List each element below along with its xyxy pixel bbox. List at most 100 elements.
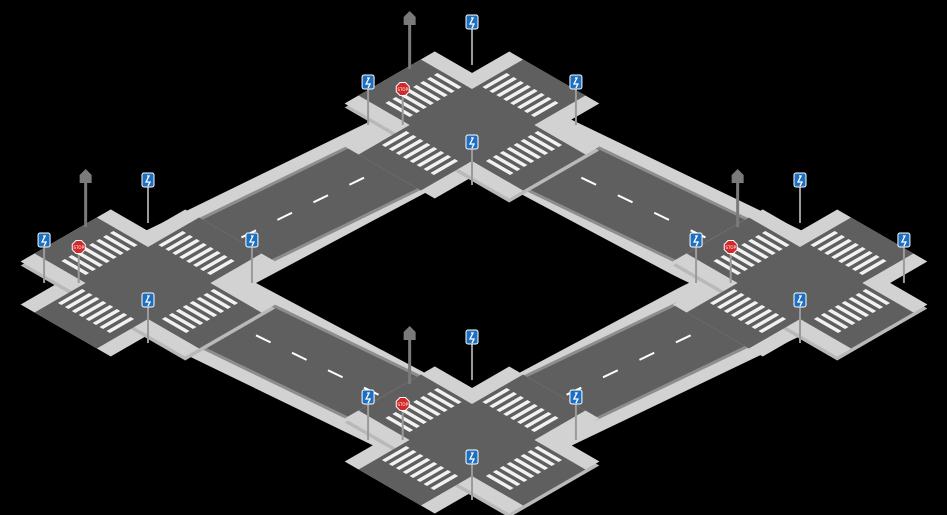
crosswalk-stripe (506, 462, 535, 478)
crosswalk-stripe (492, 155, 521, 171)
pedestrian-crossing-icon (465, 14, 479, 30)
crosswalk-stripe (503, 400, 531, 416)
crosswalk-stripe (57, 289, 86, 305)
crosswalk-stripe (761, 231, 790, 247)
crosswalk-stripe (754, 235, 783, 251)
crosswalk-stripe (381, 131, 410, 147)
pedestrian-sign (569, 389, 583, 440)
pedestrian-sign (793, 172, 807, 223)
crosswalk-stripe (399, 408, 427, 424)
streetlight (79, 169, 92, 227)
crosswalk-stripe (106, 317, 135, 333)
streetlight (403, 326, 416, 384)
crosswalk-stripe (392, 97, 421, 113)
crosswalk-stripe (848, 297, 877, 313)
crosswalk-stripe (388, 135, 417, 151)
lane-dash (617, 194, 633, 204)
crosswalk-stripe (862, 289, 891, 305)
lane-dash (580, 176, 597, 186)
pedestrian-sign (141, 172, 155, 223)
crosswalk-stripe (165, 235, 194, 251)
crosswalk-stripe (423, 470, 452, 486)
crosswalk-stripe (196, 297, 225, 313)
pedestrian-crossing-icon (793, 172, 807, 188)
crosswalk-stripe (99, 313, 128, 329)
pedestrian-sign (465, 14, 479, 65)
lane-dash (653, 211, 670, 221)
crosswalk-stripe (175, 309, 204, 325)
crosswalk-stripe (430, 159, 459, 175)
crosswalk-stripe (388, 450, 417, 466)
crosswalk-stripe (395, 454, 424, 470)
crosswalk-stripe (492, 470, 521, 486)
crosswalk-stripe (172, 239, 200, 255)
crosswalk-stripe (831, 243, 859, 259)
pedestrian-crossing-icon (793, 292, 807, 308)
crosswalk-stripe (68, 255, 97, 271)
stop-sign-label: STOP (397, 402, 408, 407)
crosswalk-stripe (513, 458, 542, 474)
crosswalk-stripe (385, 101, 414, 117)
streetlight-icon (403, 326, 416, 340)
crosswalk-stripe (517, 93, 545, 109)
pedestrian-sign (245, 232, 259, 283)
crosswalk-stripe (96, 239, 124, 255)
lane-dash (348, 176, 365, 186)
pedestrian-crossing-icon (465, 329, 479, 345)
crosswalk-stripe (496, 81, 524, 97)
asphalt-arm (358, 374, 586, 506)
crosswalk-stripe (406, 404, 434, 420)
lane-dash (255, 334, 272, 344)
crosswalk-stripe (420, 396, 448, 412)
crosswalk-stripe (420, 81, 448, 97)
crosswalk-stripe (482, 73, 511, 89)
stop-sign-icon (395, 82, 410, 96)
crosswalk-stripe (530, 101, 559, 117)
stop-sign: STOP (395, 82, 410, 125)
stop-sign-icon (723, 240, 738, 254)
crosswalk-stripe (413, 85, 441, 101)
crosswalk-stripe (395, 139, 424, 155)
pedestrian-crossing-icon (465, 449, 479, 465)
crosswalk-stripe (193, 251, 221, 267)
crosswalk-stripe (741, 243, 769, 259)
crosswalk-stripe (744, 309, 773, 325)
crosswalk-stripe (423, 155, 452, 171)
pedestrian-sign (361, 389, 375, 440)
pedestrian-sign (465, 449, 479, 500)
pedestrian-glyph (796, 175, 804, 187)
crosswalk-stripe (527, 450, 556, 466)
crosswalk-stripe (520, 139, 549, 155)
crosswalk-stripe (838, 247, 866, 263)
crosswalk-stripe (426, 392, 455, 408)
crosswalk-stripe (855, 293, 884, 309)
crosswalk-stripe (78, 301, 107, 317)
crosswalk-stripe (203, 293, 232, 309)
crosswalk-stripe (534, 131, 563, 147)
crosswalk-stripe (834, 305, 863, 321)
crosswalk-stripe (513, 143, 542, 159)
crosswalk-stripe (510, 404, 538, 420)
crosswalk-stripe (161, 317, 190, 333)
crosswalk-stripe (430, 474, 459, 490)
pedestrian-crossing-icon (897, 232, 911, 248)
pedestrian-glyph (468, 332, 476, 344)
stop-sign: STOP (723, 240, 738, 283)
pedestrian-crossing-icon (245, 232, 259, 248)
crosswalk-stripe (210, 289, 239, 305)
stop-sign-label: STOP (725, 245, 736, 250)
pedestrian-sign (897, 232, 911, 283)
crosswalk-stripe (510, 89, 538, 105)
pedestrian-sign (465, 329, 479, 380)
pedestrian-glyph (572, 77, 579, 89)
streetlight-icon (731, 169, 744, 183)
crosswalk-stripe (489, 392, 518, 408)
crosswalk-stripe (530, 416, 559, 432)
crosswalk-stripe (727, 251, 755, 267)
pedestrian-sign (141, 292, 155, 343)
crosswalk-stripe (189, 301, 218, 317)
crosswalk-stripe (730, 301, 759, 317)
crosswalk-stripe (499, 151, 528, 167)
